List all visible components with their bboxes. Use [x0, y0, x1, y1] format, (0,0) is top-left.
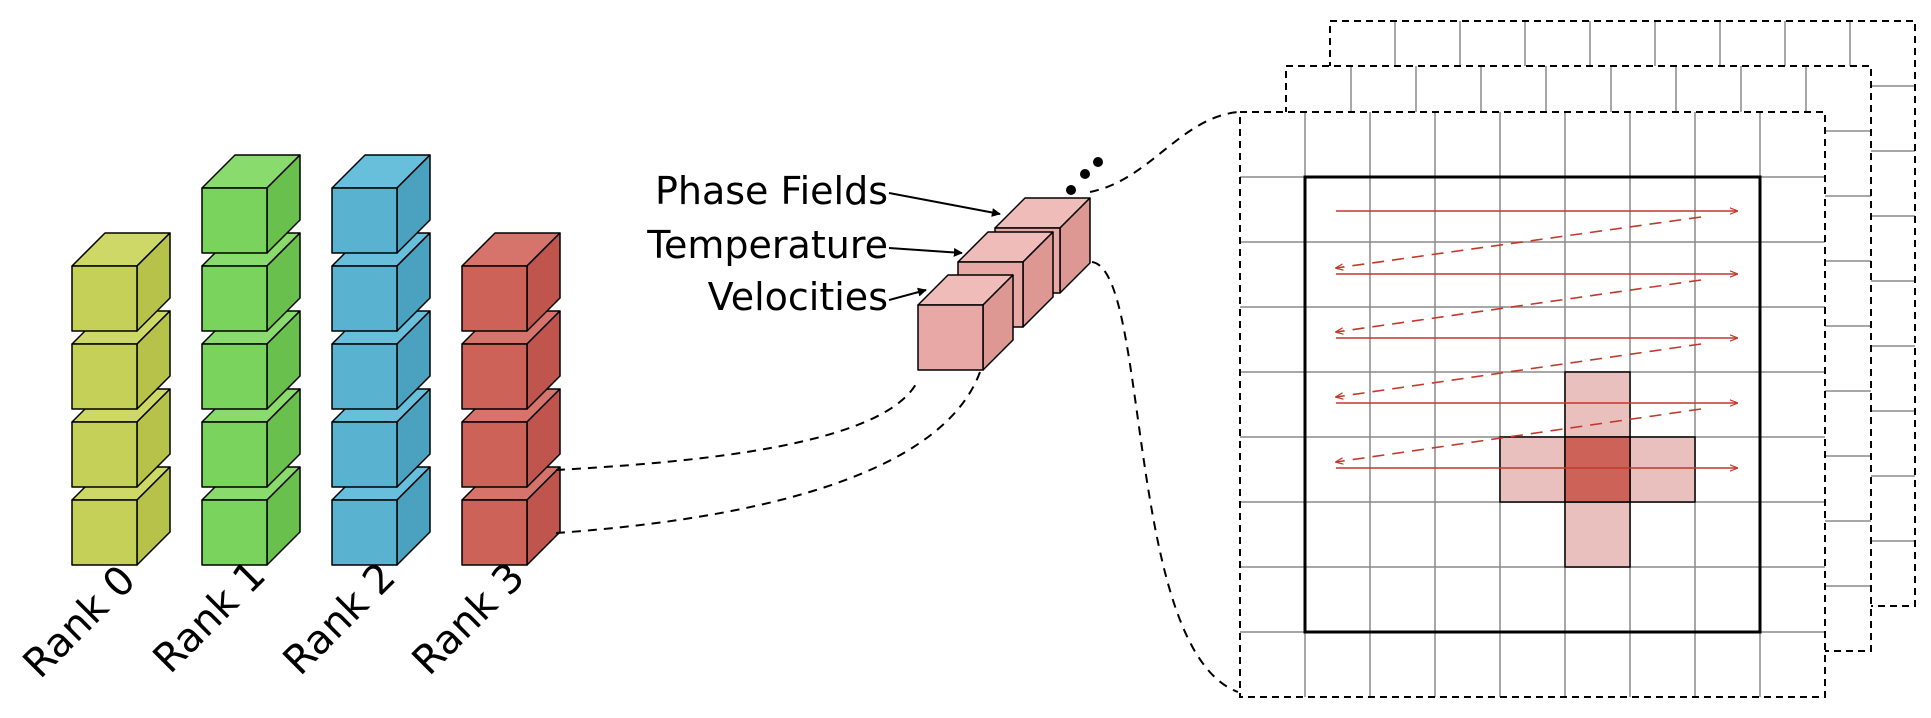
cube-front-face: [331, 265, 398, 332]
cube-front-face: [201, 343, 268, 410]
rank-stack-3: [461, 232, 561, 566]
rank-2-cube: [331, 154, 431, 254]
rank-stacks: [71, 154, 561, 566]
cube-front-face: [71, 343, 138, 410]
rank-labels: Rank 0 Rank 1 Rank 2 Rank 3: [15, 552, 534, 687]
stencil-center-cell: [1564, 436, 1631, 503]
cube-front-face: [71, 421, 138, 488]
cube-front-face: [71, 499, 138, 566]
scan-order-arrows: [1336, 211, 1737, 468]
rank-label-3: Rank 3: [404, 554, 534, 684]
cube-front-face: [201, 187, 268, 254]
cube-front-face: [461, 499, 528, 566]
field-cubes: [917, 197, 1091, 371]
grid-layer-front: [1239, 111, 1826, 698]
cube-front-face: [331, 343, 398, 410]
scan-return-arrow: [1336, 343, 1702, 397]
field-labels: Phase Fields Temperature Velocities: [646, 169, 1001, 319]
connector-bottom: [555, 371, 981, 534]
cube-front-face: [201, 265, 268, 332]
grid-layers: [1239, 20, 1916, 698]
scan-return-arrow: [1336, 216, 1702, 268]
stencil-neighbor-cell: [1499, 436, 1566, 503]
arrow-phase-fields: [888, 192, 1001, 217]
ellipsis-dot: [1093, 157, 1103, 167]
ellipsis-dot: [1080, 169, 1090, 179]
field-label-temperature: Temperature: [646, 223, 888, 267]
arrow-velocities: [888, 287, 927, 301]
rank-stack-1: [201, 154, 301, 566]
zoom-connectors-fields-to-grid: [1089, 111, 1239, 693]
ellipsis-dot: [1066, 185, 1076, 195]
stencil-neighbor-cell: [1564, 371, 1631, 438]
stencil-neighbor-cell: [1629, 436, 1696, 503]
connector-top: [555, 383, 917, 471]
field-label-phase-fields: Phase Fields: [655, 169, 888, 213]
scan-return-arrow: [1336, 408, 1702, 462]
rank-0-cube: [71, 466, 171, 566]
cube-front-face: [201, 421, 268, 488]
rank-1-cube: [201, 154, 301, 254]
cube-front-face: [917, 304, 984, 371]
ellipsis-dots: [1066, 157, 1103, 195]
field-cube-2: [917, 274, 1014, 371]
cube-front-face: [201, 499, 268, 566]
rank-stack-2: [331, 154, 431, 566]
cube-front-face: [71, 265, 138, 332]
cube-front-face: [461, 421, 528, 488]
cube-front-face: [331, 187, 398, 254]
stencil-neighbor-cell: [1564, 501, 1631, 568]
connector-lower: [1091, 261, 1239, 693]
rank-3-cube: [461, 232, 561, 332]
rank-label-0: Rank 0: [15, 557, 145, 687]
cube-front-face: [461, 343, 528, 410]
rank-label-1: Rank 1: [145, 552, 275, 682]
interior-domain-boundary: [1303, 175, 1762, 634]
rank-stack-0: [71, 232, 171, 566]
rank-0-cube: [71, 310, 171, 410]
cube-front-face: [461, 265, 528, 332]
scan-return-arrow: [1336, 279, 1702, 332]
arrow-temperature: [888, 247, 963, 257]
cube-front-face: [331, 421, 398, 488]
rank-0-cube: [71, 232, 171, 332]
stencil: [1499, 371, 1696, 568]
field-label-velocities: Velocities: [708, 275, 888, 319]
rank-label-2: Rank 2: [275, 554, 405, 684]
connector-upper: [1089, 111, 1239, 193]
cube-front-face: [331, 499, 398, 566]
zoom-connectors-rank-to-fields: [555, 371, 981, 534]
